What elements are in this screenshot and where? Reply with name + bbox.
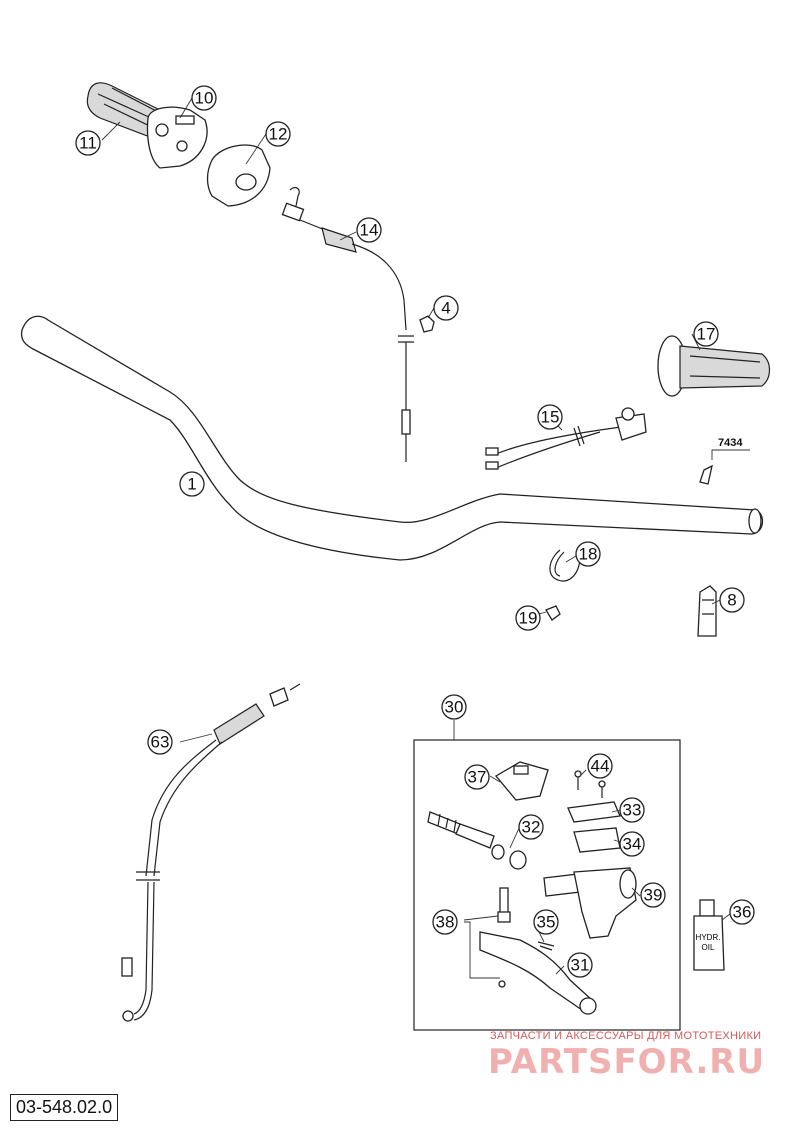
master-cylinder	[543, 867, 637, 939]
callout-34: 34	[619, 831, 645, 857]
callout-30: 30	[441, 694, 467, 720]
watermark-tagline: ЗАПЧАСТИ И АКСЕССУАРЫ ДЛЯ МОТОТЕХНИКИ	[490, 1030, 762, 1042]
callout-12: 12	[265, 121, 291, 147]
svg-text:30: 30	[445, 698, 464, 717]
hydraulic-oil-bottle: HYDR. OIL	[693, 899, 725, 971]
svg-text:38: 38	[436, 913, 455, 932]
svg-text:1: 1	[187, 475, 196, 494]
small-nut-19	[545, 605, 561, 621]
throttle-cable	[281, 186, 414, 462]
svg-text:33: 33	[623, 801, 642, 820]
brake-assembly-frame	[413, 720, 681, 1031]
callout-37: 37	[464, 764, 490, 790]
loctite-bottle	[697, 585, 717, 637]
watermark-logo: PARTSFOR.RU	[488, 1042, 766, 1082]
callout-18: 18	[575, 541, 601, 567]
svg-text:44: 44	[591, 757, 610, 776]
reference-7434-label: 7434	[718, 437, 743, 449]
adjuster-spring	[537, 941, 555, 951]
kill-switch	[485, 407, 647, 470]
callout-8: 8	[719, 587, 745, 613]
handlebar	[20, 315, 764, 561]
callout-33: 33	[619, 797, 645, 823]
left-grip	[657, 335, 771, 397]
svg-text:63: 63	[151, 733, 170, 752]
callout-31: 31	[567, 952, 593, 978]
svg-text:14: 14	[360, 221, 379, 240]
drawing-number: 03-548.02.0	[10, 1094, 119, 1121]
callout-19: 19	[515, 605, 541, 631]
svg-text:11: 11	[79, 134, 97, 153]
callout-10: 10	[191, 85, 217, 111]
svg-text:12: 12	[269, 125, 288, 144]
svg-text:10: 10	[195, 89, 214, 108]
callout-32: 32	[518, 814, 544, 840]
throttle-housing	[146, 106, 208, 169]
svg-text:17: 17	[697, 325, 716, 344]
svg-text:39: 39	[644, 886, 663, 905]
callout-36: 36	[729, 899, 755, 925]
lever-pivot-bolts	[464, 887, 511, 979]
piston-spring-kit	[427, 811, 527, 870]
svg-text:15: 15	[541, 408, 560, 427]
callout-63: 63	[147, 729, 173, 755]
cable-clamp	[549, 549, 581, 582]
svg-text:18: 18	[579, 545, 598, 564]
brake-reservoir-cap	[495, 761, 549, 801]
svg-text:32: 32	[522, 818, 541, 837]
callout-17: 17	[693, 321, 719, 347]
svg-text:19: 19	[519, 609, 538, 628]
oil-label-line1: HYDR.	[696, 933, 721, 942]
callout-38: 38	[432, 909, 458, 935]
callout-1: 1	[179, 471, 205, 497]
callout-35: 35	[533, 909, 559, 935]
svg-text:31: 31	[571, 956, 590, 975]
callout-11: 11	[75, 130, 101, 156]
oil-label-line2: OIL	[702, 943, 715, 952]
svg-text:8: 8	[727, 591, 736, 610]
svg-text:34: 34	[623, 835, 642, 854]
svg-text:4: 4	[441, 299, 450, 318]
callout-15: 15	[537, 404, 563, 430]
clutch-cable	[121, 683, 301, 1022]
callout-4: 4	[433, 295, 459, 321]
reservoir-membrane	[573, 827, 621, 853]
svg-text:35: 35	[537, 913, 556, 932]
callout-14: 14	[356, 217, 382, 243]
throttle-housing-cover	[206, 144, 271, 207]
callout-44: 44	[587, 753, 613, 779]
svg-text:37: 37	[468, 768, 487, 787]
reference-7434: 7434	[699, 437, 750, 485]
screws	[574, 770, 606, 798]
small-nut	[419, 315, 435, 333]
callout-39: 39	[640, 882, 666, 908]
callouts: 1 4 8 10 11 12 14 15 17 18 19 30 31 32 3…	[75, 85, 755, 978]
svg-text:36: 36	[733, 903, 752, 922]
reservoir-cover	[567, 801, 621, 823]
brake-lever	[479, 931, 597, 1015]
